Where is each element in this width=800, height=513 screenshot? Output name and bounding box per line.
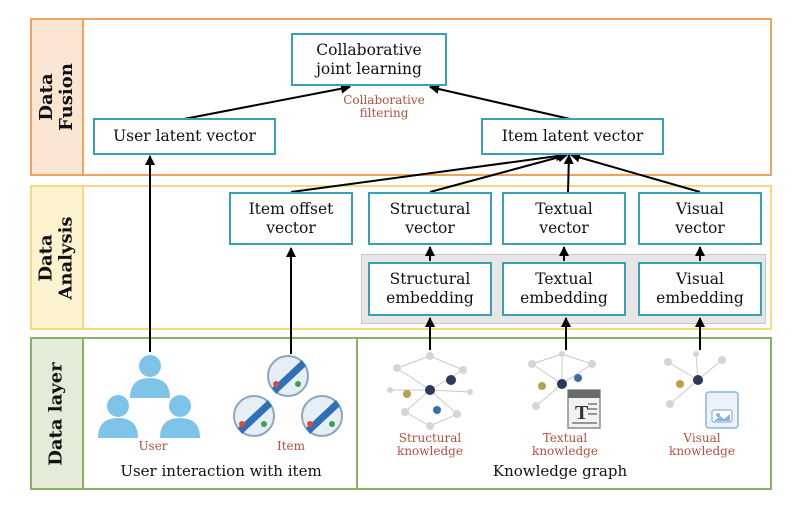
knowledge-graph-icon [387, 352, 473, 430]
structural-vector-text: Structural vector [389, 199, 471, 237]
textual-knowledge-label: Textual knowledge [532, 431, 598, 458]
visual-vector-text: Visual vector [675, 199, 725, 237]
user-label: User [138, 439, 168, 453]
structural-embedding-box: Structural embedding [368, 262, 492, 316]
knowledge-graph-icon [528, 351, 596, 410]
arrow-textual-to-item-latent [563, 154, 574, 193]
item-offset-vector-box: Item offset vector [229, 192, 353, 245]
data-layer-divider [356, 339, 358, 488]
knowledge-graph-icon [664, 351, 726, 408]
collaborative-joint-learning-text: Collaborative joint learning [316, 40, 422, 78]
knowledge-graph-caption: Knowledge graph [492, 462, 628, 480]
arrow-visual-to-item-latent [570, 152, 701, 193]
film-reel-icon [233, 355, 343, 437]
svg-text:T: T [575, 402, 589, 424]
visual-knowledge-label: Visual knowledge [669, 431, 735, 458]
collaborative-filtering-note: Collaborative filtering [343, 93, 425, 120]
structural-knowledge-label: Structural knowledge [397, 431, 463, 458]
textual-vector-box: Textual vector [502, 192, 626, 245]
textual-embedding-text: Textual embedding [520, 270, 608, 307]
user-latent-vector-box: User latent vector [93, 118, 276, 155]
textual-vector-text: Textual vector [535, 199, 593, 237]
data-analysis-label-cell: Data Analysis [32, 187, 84, 328]
user-latent-vector-text: User latent vector [113, 127, 256, 145]
item-offset-vector-text: Item offset vector [248, 199, 334, 237]
data-layer-label-cell: Data layer [32, 339, 84, 488]
data-fusion-label-cell: Data Fusion [32, 20, 84, 174]
item-latent-vector-text: Item latent vector [501, 127, 644, 145]
data-analysis-layer [30, 185, 772, 330]
textual-embedding-box: Textual embedding [502, 262, 626, 316]
arrow-structural-to-item-latent [429, 152, 568, 193]
visual-embedding-box: Visual embedding [638, 262, 762, 316]
visual-embedding-text: Visual embedding [656, 270, 744, 307]
collaborative-joint-learning-box: Collaborative joint learning [291, 33, 447, 86]
user-interaction-caption: User interaction with item [120, 462, 322, 480]
data-layer [30, 337, 772, 490]
item-latent-vector-box: Item latent vector [481, 118, 664, 155]
text-document-icon: T [567, 389, 601, 429]
arrow-user-to-joint [183, 83, 351, 120]
user-group-icon [98, 355, 200, 438]
arrow-offset-to-item-latent [290, 151, 566, 193]
visual-vector-box: Visual vector [638, 192, 762, 245]
arrow-item-to-joint [429, 84, 571, 120]
item-label: Item [276, 439, 306, 453]
structural-embedding-text: Structural embedding [386, 270, 474, 307]
structural-vector-box: Structural vector [368, 192, 492, 245]
data-fusion-layer [30, 18, 772, 176]
image-document-icon [705, 391, 739, 429]
